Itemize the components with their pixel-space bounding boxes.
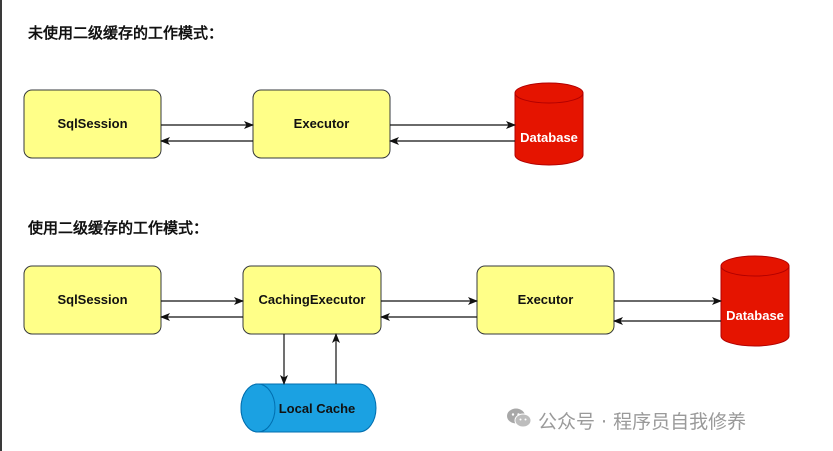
node-executor-1: Executor	[252, 89, 391, 159]
node-executor-1-label: Executor	[294, 116, 350, 131]
node-sqlsession-1-label: SqlSession	[57, 116, 127, 131]
node-database-1: Database	[514, 82, 584, 166]
left-border	[0, 0, 2, 451]
node-sqlsession-1: SqlSession	[23, 89, 162, 159]
edges-section-2	[160, 297, 722, 385]
heading-without-cache: 未使用二级缓存的工作模式：	[28, 24, 224, 42]
watermark: 公众号 · 程序员自我修养	[506, 407, 746, 434]
node-sqlsession-2-label: SqlSession	[57, 292, 127, 307]
edges-section-1	[160, 121, 516, 145]
node-local-cache: Local Cache	[240, 383, 377, 433]
node-executor-2: Executor	[476, 265, 615, 335]
heading-with-cache: 使用二级缓存的工作模式：	[28, 219, 209, 237]
watermark-text: 公众号 · 程序员自我修养	[538, 411, 747, 433]
wechat-icon	[506, 407, 532, 434]
node-database-2-label: Database	[726, 308, 784, 323]
node-database-1-label: Database	[520, 130, 578, 145]
node-caching-executor: CachingExecutor	[242, 265, 382, 335]
node-local-cache-label: Local Cache	[279, 401, 356, 416]
node-caching-executor-label: CachingExecutor	[259, 292, 366, 307]
node-sqlsession-2: SqlSession	[23, 265, 162, 335]
node-database-2: Database	[720, 255, 790, 347]
node-executor-2-label: Executor	[518, 292, 574, 307]
